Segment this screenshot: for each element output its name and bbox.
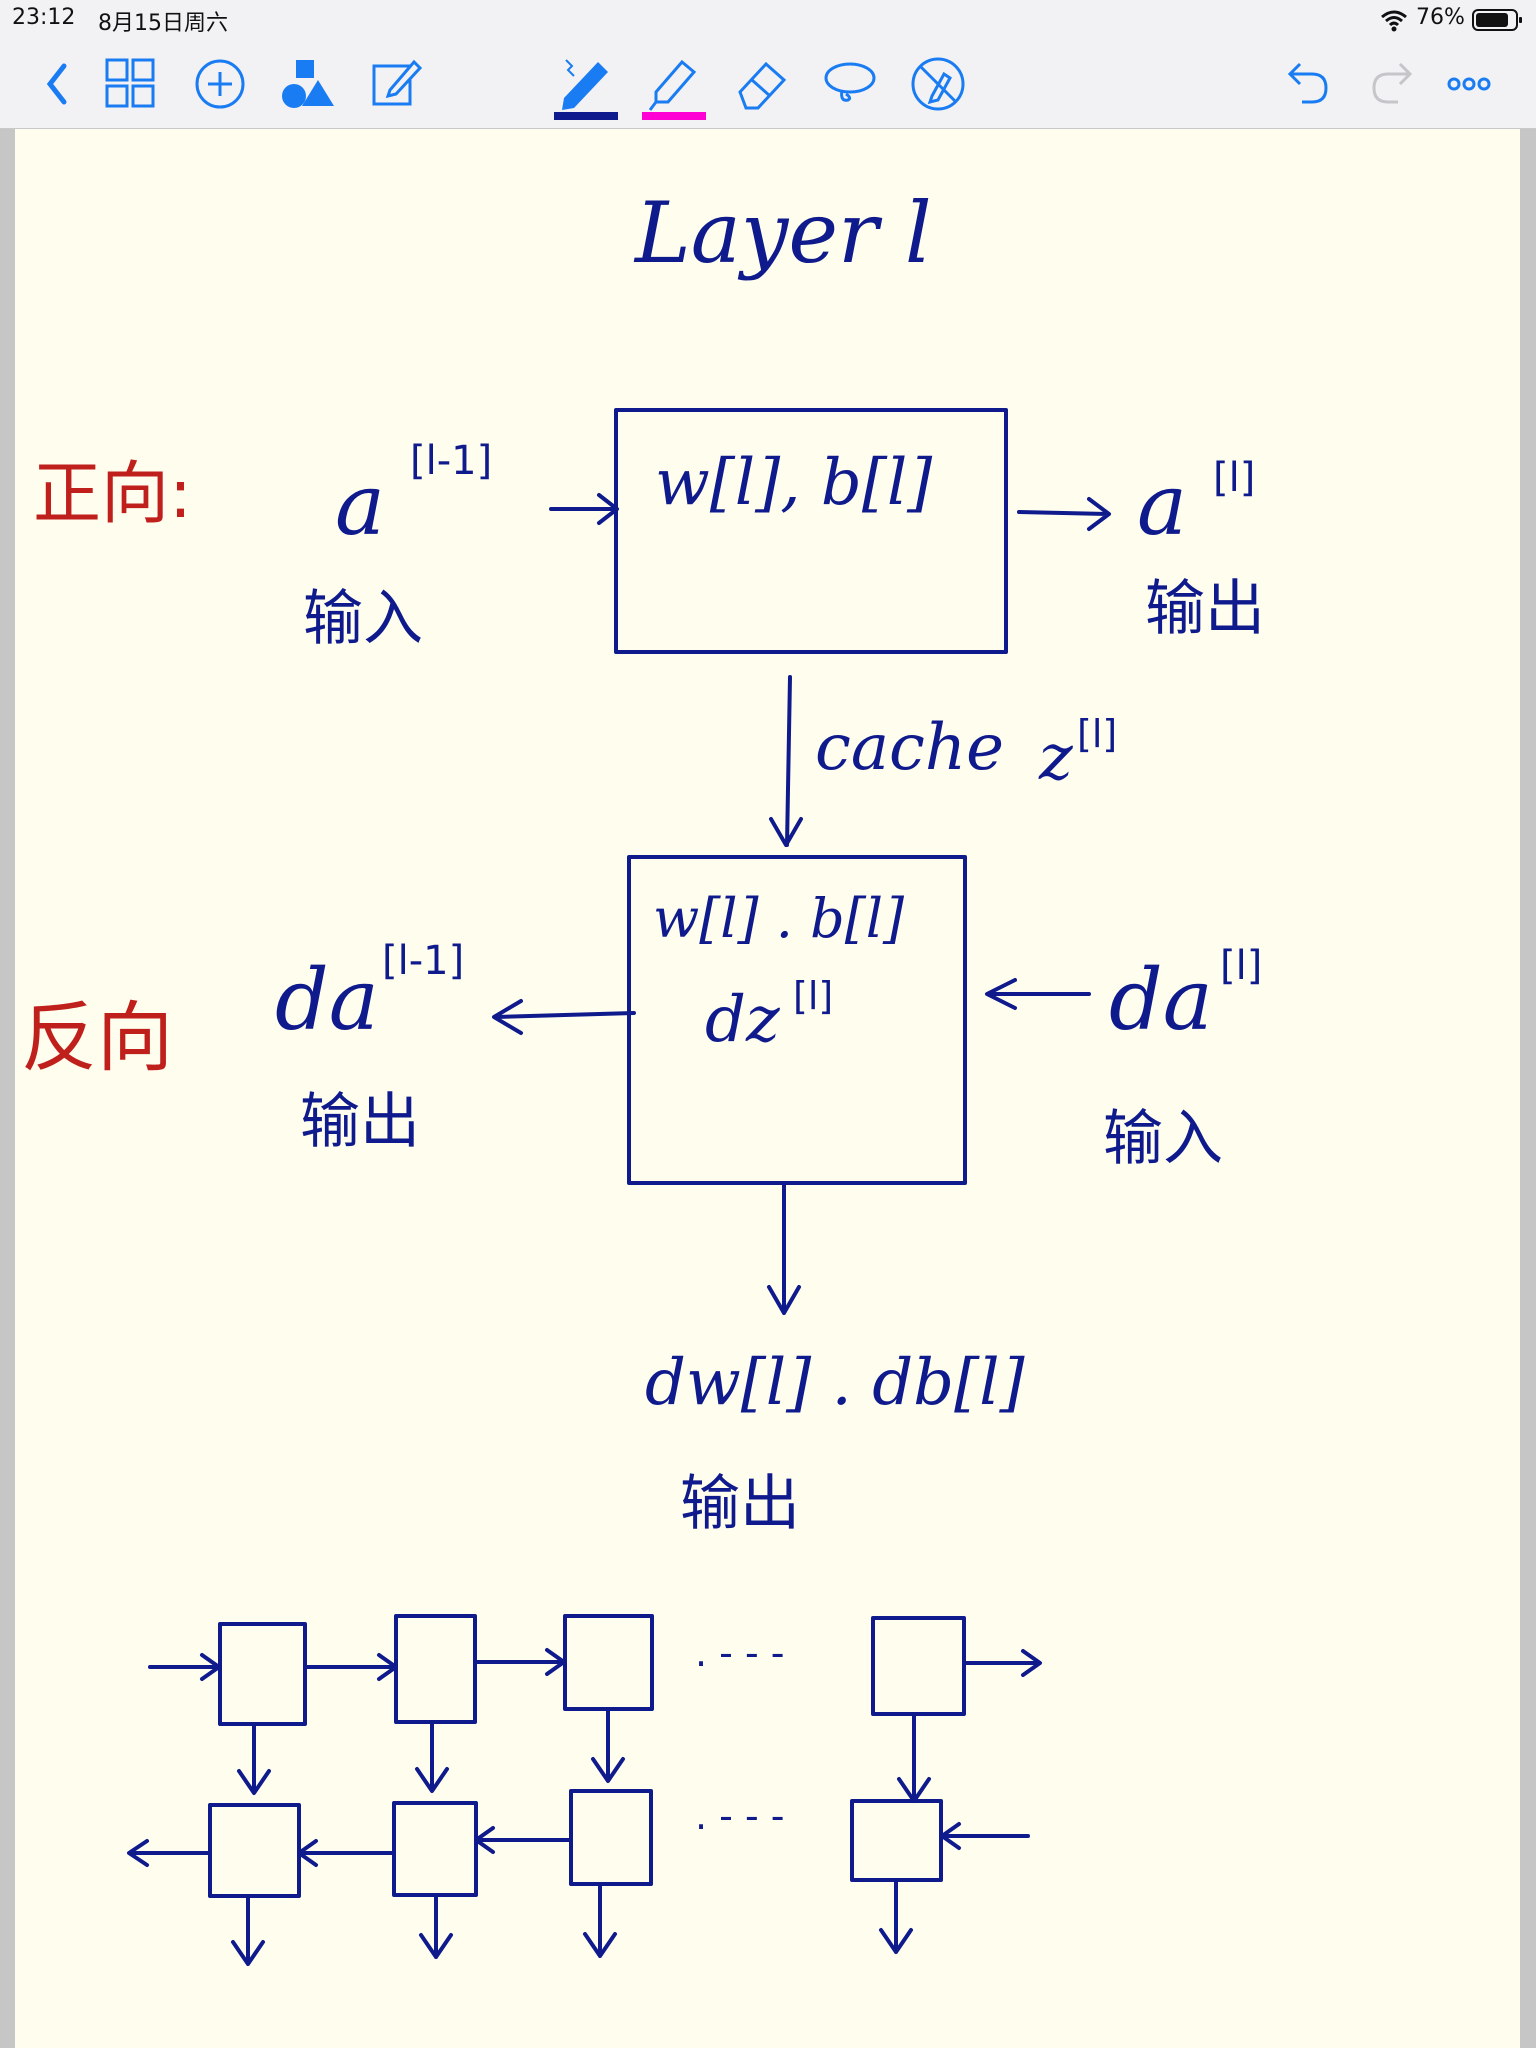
chain-backward-box-4: [850, 1799, 943, 1882]
backward-output-label: 输出: [300, 1087, 420, 1157]
forward-input-sup: [l-1]: [410, 438, 492, 484]
grid-icon: [105, 58, 155, 108]
edit-icon: [372, 59, 423, 106]
highlighter-tool[interactable]: [642, 40, 706, 128]
chain-grad-arrow-3: [583, 1884, 617, 1958]
page-margin-right: [1520, 129, 1536, 2048]
chain-grad-arrow-4: [879, 1880, 913, 1954]
gradient-text: dw[l] . db[l]: [645, 1346, 1026, 1420]
highlighter-icon: [648, 59, 697, 111]
backward-box-line2-sup: [l]: [793, 974, 833, 1018]
forward-output-var: a: [1137, 456, 1187, 554]
gradient-arrow: [767, 1183, 801, 1315]
toolbar: [0, 40, 1536, 129]
backward-input-label: 输入: [1103, 1104, 1223, 1174]
backward-input-arrow: [985, 978, 1091, 1010]
battery-percent: 76%: [1416, 5, 1465, 30]
cache-sup: [l]: [1077, 712, 1117, 756]
shapes-button[interactable]: [276, 40, 340, 128]
chain-down-arrow-4: [897, 1714, 931, 1803]
backward-output-arrow: [492, 999, 636, 1035]
cache-var: z: [1038, 721, 1074, 795]
pen-color-swatch: [554, 112, 618, 120]
chain-arrow-1-2: [305, 1653, 398, 1681]
forward-output-label: 输出: [1145, 574, 1265, 644]
chain-arrow-in: [148, 1653, 221, 1681]
note-title: Layer l: [633, 184, 932, 282]
forward-box-text: w[l], b[l]: [655, 446, 933, 520]
backward-label: 反向: [21, 993, 173, 1082]
chain-backward-box-1: [208, 1803, 301, 1898]
backward-box-line2: dz: [705, 983, 781, 1057]
chain-arrow-out: [964, 1649, 1042, 1677]
undo-button[interactable]: [1274, 40, 1338, 128]
status-bar: 23:12 8月15日周六 76%: [0, 0, 1536, 40]
page-grid-button[interactable]: [100, 40, 164, 128]
back-button[interactable]: [28, 40, 92, 128]
backward-output-sup: [l-1]: [382, 938, 464, 984]
chain-forward-box-1: [218, 1622, 307, 1726]
chain-arrow-2-3: [475, 1648, 566, 1676]
chain-ellipsis-top: . - - -: [695, 1631, 784, 1675]
chain-down-arrow-3: [591, 1709, 625, 1783]
forward-input-label: 输入: [303, 584, 423, 654]
add-page-icon: [195, 59, 245, 109]
wifi-icon: [1381, 10, 1407, 32]
handwriting-canvas: Layer l 正向: a [l-1] 输入 w[l], b[l] a [l] …: [21, 184, 1265, 1966]
lasso-tool[interactable]: [818, 40, 882, 128]
backward-input-var: da: [1109, 951, 1213, 1049]
backward-box: [627, 855, 967, 1185]
highlighter-color-swatch: [642, 112, 706, 120]
forward-input-arrow: [549, 493, 619, 525]
redo-button[interactable]: [1362, 40, 1426, 128]
lasso-icon: [824, 62, 876, 102]
redo-icon: [1372, 62, 1413, 104]
cache-arrow: [769, 675, 803, 847]
chain-down-arrow-1: [237, 1724, 271, 1795]
backward-output-var: da: [275, 951, 379, 1049]
chain-back-arrow-2-1: [297, 1839, 394, 1867]
chain-backward-box-2: [392, 1801, 478, 1897]
chain-back-arrow-in: [940, 1822, 1030, 1850]
more-icon: [1447, 77, 1491, 91]
text-edit-button[interactable]: [364, 40, 428, 128]
back-icon: [46, 63, 67, 105]
cache-label: cache: [815, 711, 1004, 785]
chain-forward-box-4: [871, 1616, 966, 1716]
status-date: 8月15日周六: [98, 11, 228, 36]
forward-box: [614, 408, 1008, 654]
backward-box-line1: w[l] . b[l]: [653, 887, 905, 950]
chain-back-arrow-3-2: [474, 1826, 571, 1854]
shapes-icon: [282, 60, 334, 108]
eraser-icon: [738, 61, 787, 110]
eraser-tool[interactable]: [730, 40, 794, 128]
layer-chain-diagram: . - - - . - - -: [127, 1614, 1042, 1966]
chain-back-arrow-out: [127, 1839, 210, 1867]
note-page[interactable]: Layer l 正向: a [l-1] 输入 w[l], b[l] a [l] …: [15, 129, 1520, 2048]
gradient-output-label: 输出: [680, 1469, 800, 1539]
more-button[interactable]: [1438, 40, 1502, 128]
battery-icon: [1472, 9, 1522, 31]
chain-grad-arrow-1: [231, 1896, 265, 1966]
page-margin-left: [0, 129, 15, 2048]
no-touch-button[interactable]: [906, 40, 970, 128]
forward-input-var: a: [335, 456, 385, 554]
undo-icon: [1287, 62, 1328, 104]
chain-forward-box-2: [394, 1614, 477, 1724]
chain-down-arrow-2: [415, 1722, 449, 1793]
add-page-button[interactable]: [188, 40, 252, 128]
pen-icon: [562, 59, 608, 110]
chain-grad-arrow-2: [419, 1895, 453, 1959]
chain-forward-box-3: [563, 1614, 654, 1711]
forward-output-arrow: [1017, 497, 1111, 531]
backward-input-sup: [l]: [1220, 943, 1262, 989]
chain-ellipsis-bottom: . - - -: [695, 1794, 784, 1838]
forward-output-sup: [l]: [1213, 455, 1255, 501]
pen-tool[interactable]: [554, 40, 618, 128]
no-touch-icon: [911, 57, 965, 111]
status-time: 23:12: [12, 5, 76, 30]
chain-backward-box-3: [569, 1789, 653, 1886]
forward-label: 正向:: [33, 455, 192, 534]
